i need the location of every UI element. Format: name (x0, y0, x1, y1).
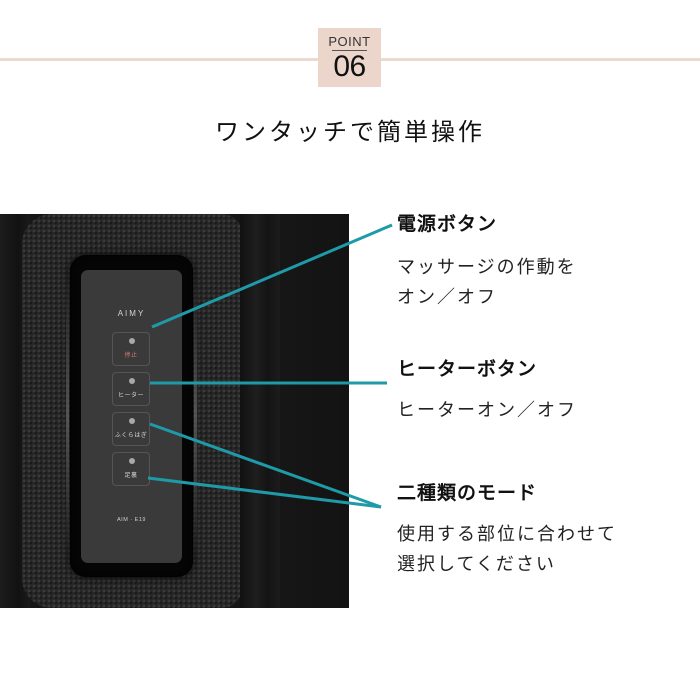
model-number: AIM · E19 (117, 517, 146, 523)
heater-button[interactable]: ヒーター (112, 372, 150, 406)
control-panel: AIMY 停止 ヒーター ふくらはぎ 足裏 AIM · E19 (81, 270, 182, 563)
callout-desc-modes-line1: 使用する部位に合わせて (397, 524, 617, 545)
point-badge: POINT 06 (318, 28, 381, 87)
sole-mode-button-label: 足裏 (124, 472, 138, 479)
power-button-label: 停止 (124, 352, 138, 359)
fabric-fold-far-right (280, 214, 349, 608)
led-indicator (129, 458, 135, 464)
fabric-fold-right (240, 214, 280, 608)
callout-heading-heater: ヒーターボタン (397, 358, 538, 380)
product-photo: AIMY 停止 ヒーター ふくらはぎ 足裏 AIM · E19 (0, 214, 349, 608)
badge-number: 06 (333, 50, 366, 83)
power-button[interactable]: 停止 (112, 332, 150, 366)
led-indicator (129, 338, 135, 344)
badge-label: POINT (328, 34, 371, 49)
callout-heading-modes: 二種類のモード (397, 482, 538, 504)
heater-button-label: ヒーター (117, 392, 144, 399)
calf-mode-button[interactable]: ふくらはぎ (112, 412, 150, 446)
calf-mode-button-label: ふくらはぎ (114, 432, 148, 439)
callout-desc-power-line2: オン／オフ (397, 287, 497, 308)
callout-desc-power-line1: マッサージの作動を (397, 257, 577, 278)
led-indicator (129, 418, 135, 424)
callout-heading-power: 電源ボタン (397, 213, 498, 235)
led-indicator (129, 378, 135, 384)
callout-desc-heater-line1: ヒーターオン／オフ (397, 400, 577, 421)
sole-mode-button[interactable]: 足裏 (112, 452, 150, 486)
callout-desc-modes-line2: 選択してください (397, 554, 556, 575)
brand-logo: AIMY (117, 309, 146, 318)
badge-underline (332, 50, 367, 51)
page-title: ワンタッチで簡単操作 (215, 118, 485, 146)
